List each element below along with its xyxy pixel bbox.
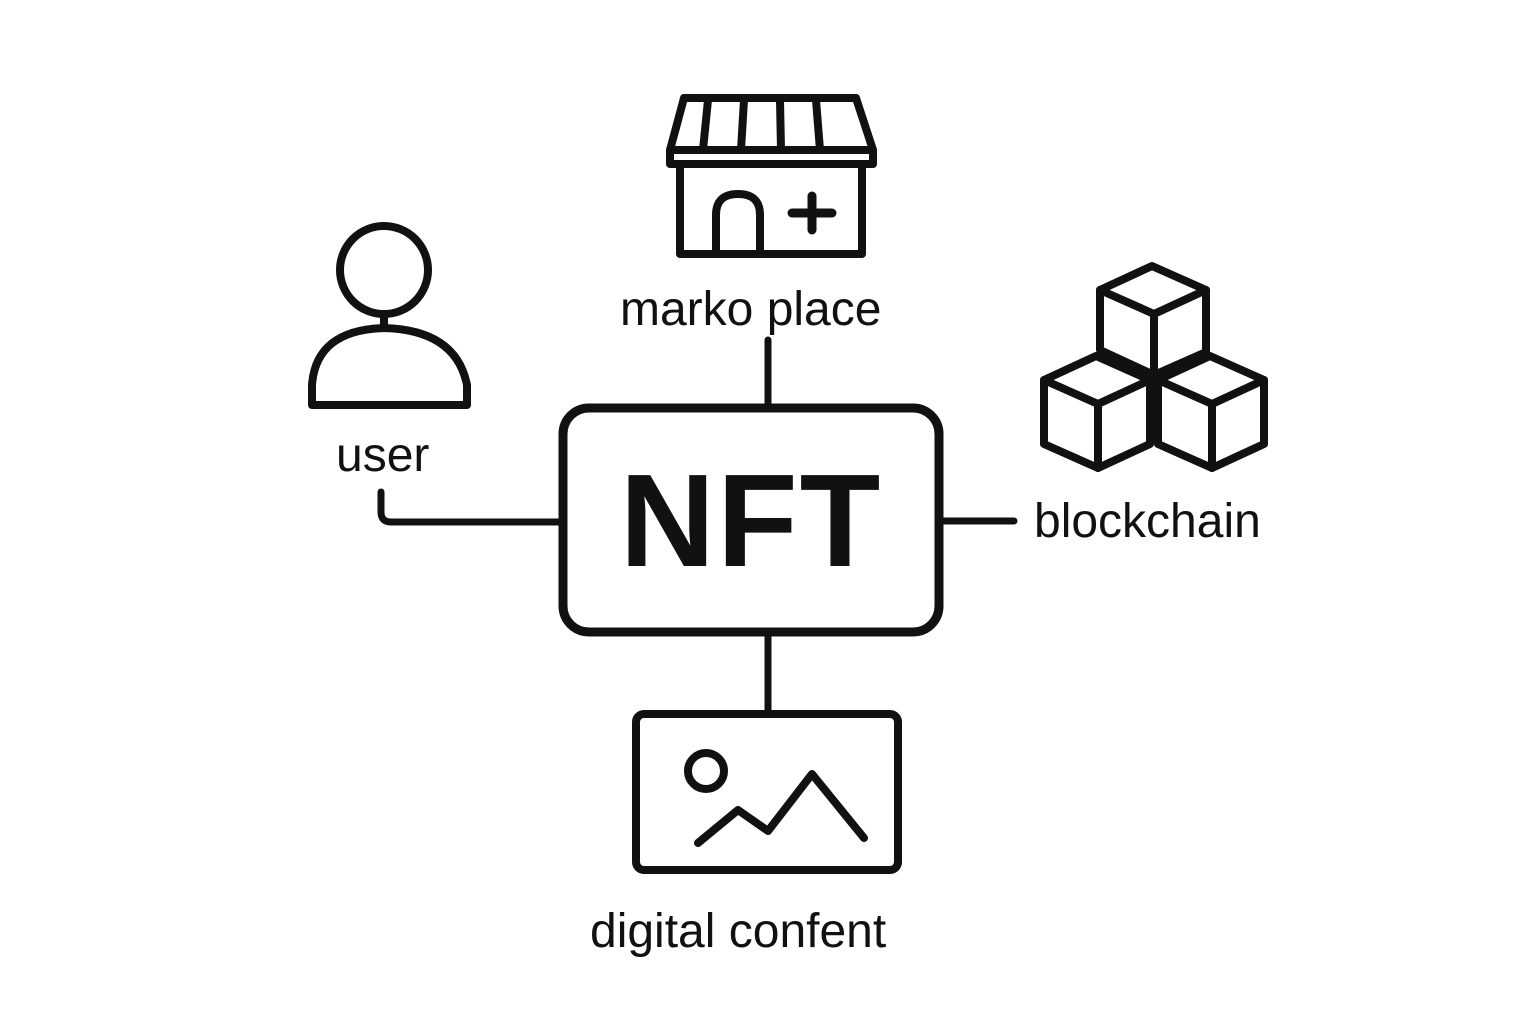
nft-label: NFT	[619, 446, 883, 594]
user-label: user	[336, 429, 430, 482]
cubes-icon	[1040, 262, 1268, 472]
connector-user	[377, 488, 564, 526]
image-icon	[632, 710, 902, 874]
marketplace-label: marko place	[620, 283, 882, 336]
blockchain-label: blockchain	[1034, 495, 1261, 548]
digital-content-label: digital confent	[590, 905, 887, 958]
user-icon	[308, 222, 471, 409]
nft-box	[558, 403, 944, 637]
storefront-icon	[666, 94, 877, 258]
